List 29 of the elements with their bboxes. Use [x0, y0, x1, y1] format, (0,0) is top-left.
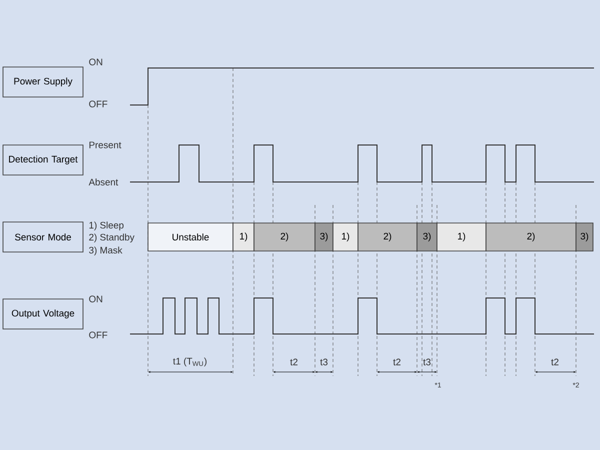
mode-legend-text: 3) Mask	[89, 246, 122, 256]
time-label: t1 (T$_{WU}$)	[173, 358, 206, 366]
time-label: t2	[393, 358, 400, 366]
level-label: OFF	[89, 100, 108, 108]
label-box: Sensor Mode	[2, 222, 84, 252]
time-label: t3	[320, 358, 328, 366]
time-label: t2	[290, 358, 298, 366]
mode-segment: 2)	[486, 222, 576, 252]
time-label: t3	[423, 358, 431, 366]
mode-segment: 3)	[314, 222, 334, 252]
mode-segment: 3)	[416, 222, 438, 252]
mode-segment: Unstable	[148, 222, 234, 252]
mode-segment: 3)	[576, 222, 594, 252]
level-label: Absent	[88, 178, 118, 186]
mode-segment: 1)	[436, 222, 486, 252]
mode-legend-text: 1) Sleep	[89, 222, 124, 230]
mode-legend-text: 2) Standby	[89, 234, 134, 242]
level-label: Present	[90, 142, 122, 148]
mode-segment: 2)	[254, 222, 316, 252]
label-box: Power Supply	[2, 66, 84, 98]
level-label: OFF	[89, 332, 108, 338]
level-label: ON	[89, 296, 102, 302]
mode-segment: 1)	[232, 222, 254, 252]
label-box: Detection Target	[2, 144, 84, 176]
label-box: Output Voltage	[2, 298, 84, 330]
level-label: ON	[89, 58, 102, 66]
time-label: t2	[551, 358, 558, 366]
mode-segment: 1)	[332, 222, 358, 252]
mode-segment: 2)	[358, 222, 418, 252]
